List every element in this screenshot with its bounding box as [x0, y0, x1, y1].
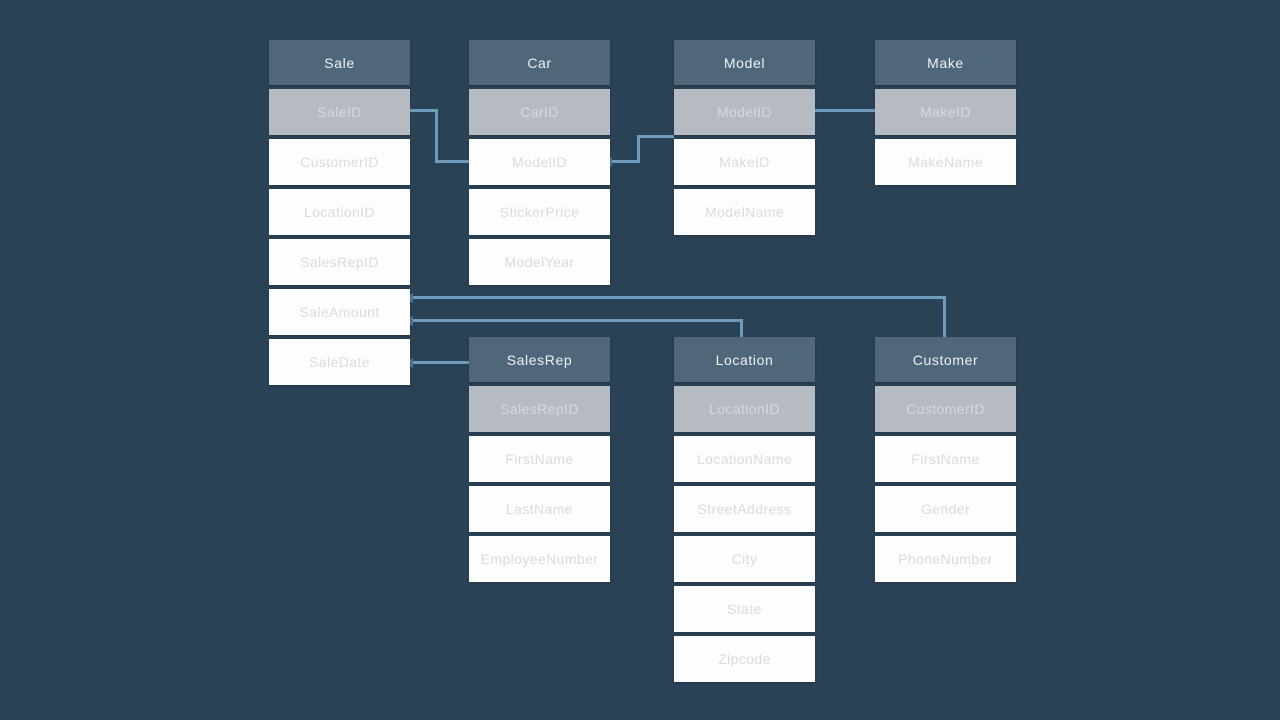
field-salesrep-employeenumber: EmployeeNumber — [469, 536, 610, 582]
field-model-modelname: ModelName — [674, 189, 815, 235]
field-customer-customerid: CustomerID — [875, 386, 1016, 432]
connector-model-modelid-make-makeid — [815, 109, 875, 112]
table-customer-title: Customer — [875, 337, 1016, 382]
connector-sale-saledate-salesrep — [410, 361, 470, 364]
field-car-carid: CarID — [469, 89, 610, 135]
connector-sale-saleid-car-modelid — [435, 160, 469, 163]
field-salesrep-salesrepid: SalesRepID — [469, 386, 610, 432]
field-car-stickerprice: StickerPrice — [469, 189, 610, 235]
connector-sale-saleamount-customer — [943, 296, 946, 337]
field-make-makename: MakeName — [875, 139, 1016, 185]
field-location-streetaddress: StreetAddress — [674, 486, 815, 532]
field-salesrep-lastname: LastName — [469, 486, 610, 532]
table-make-title: Make — [875, 40, 1016, 85]
field-location-city: City — [674, 536, 815, 582]
field-sale-locationid: LocationID — [269, 189, 410, 235]
field-customer-gender: Gender — [875, 486, 1016, 532]
field-sale-customerid: CustomerID — [269, 139, 410, 185]
field-sale-saleamount: SaleAmount — [269, 289, 410, 335]
connector-sale-saleid-car-modelid — [410, 109, 438, 112]
field-location-locationid: LocationID — [674, 386, 815, 432]
field-location-locationname: LocationName — [674, 436, 815, 482]
field-make-makeid: MakeID — [875, 89, 1016, 135]
table-salesrep-title: SalesRep — [469, 337, 610, 382]
connector-car-modelid-model-modelid — [610, 160, 640, 163]
field-car-modelyear: ModelYear — [469, 239, 610, 285]
field-sale-saleid: SaleID — [269, 89, 410, 135]
field-model-modelid: ModelID — [674, 89, 815, 135]
connector-sale-saleamount-location — [410, 319, 743, 322]
connector-sale-saleamount-customer — [410, 296, 946, 299]
field-model-makeid: MakeID — [674, 139, 815, 185]
connector-sale-saleid-car-modelid — [435, 109, 438, 163]
field-car-modelid: ModelID — [469, 139, 610, 185]
connector-car-modelid-model-modelid — [637, 135, 640, 163]
table-location-title: Location — [674, 337, 815, 382]
field-customer-phonenumber: PhoneNumber — [875, 536, 1016, 582]
field-sale-salesrepid: SalesRepID — [269, 239, 410, 285]
connector-sale-saleamount-location — [740, 319, 743, 337]
field-customer-firstname: FirstName — [875, 436, 1016, 482]
table-model-title: Model — [674, 40, 815, 85]
field-sale-saledate: SaleDate — [269, 339, 410, 385]
table-sale-title: Sale — [269, 40, 410, 85]
table-car-title: Car — [469, 40, 610, 85]
field-location-state: State — [674, 586, 815, 632]
field-salesrep-firstname: FirstName — [469, 436, 610, 482]
connector-car-modelid-model-modelid — [637, 135, 674, 138]
field-location-zipcode: Zipcode — [674, 636, 815, 682]
